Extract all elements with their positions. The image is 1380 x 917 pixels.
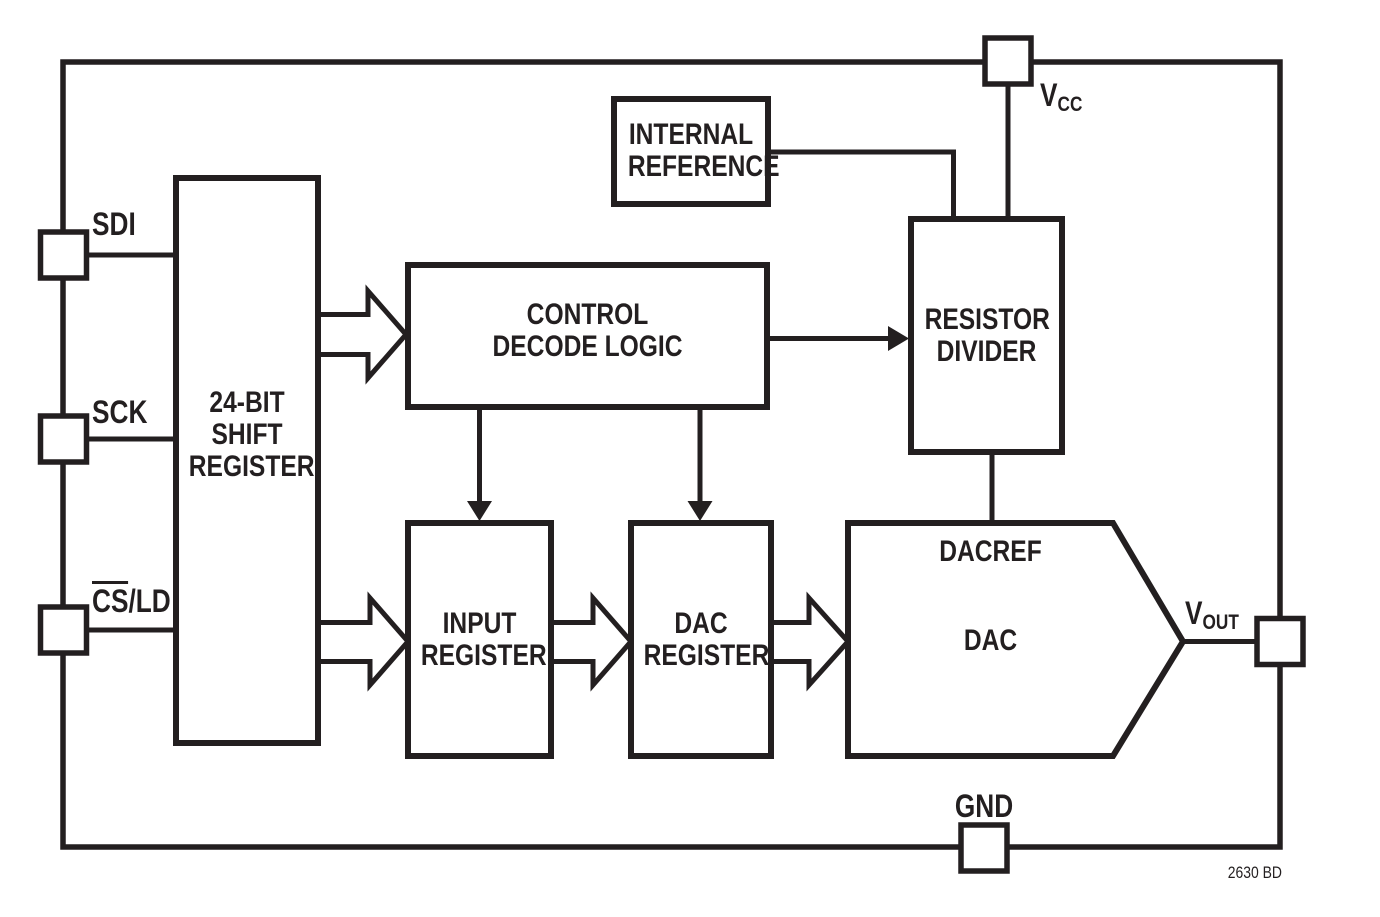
block-dac-register <box>628 520 774 759</box>
block-resistor-divider <box>908 216 1065 455</box>
wire-internal-reference-to-resistor-divider <box>771 149 956 222</box>
block-arrow-shift-to-input-register <box>315 591 412 692</box>
pin-square-sdi <box>37 229 90 281</box>
arrowhead-control-to-dac-register <box>687 501 713 521</box>
arrowhead-control-to-input-register <box>467 501 492 521</box>
pin-square-vout <box>1254 615 1306 668</box>
block-arrow-shift-to-control <box>315 284 410 385</box>
block-internal-reference <box>611 96 771 207</box>
block-input-register <box>405 520 554 759</box>
arrowhead-control-to-resistor-divider <box>888 326 909 351</box>
pin-square-cs-ld <box>37 604 90 656</box>
pin-square-sck <box>37 413 90 465</box>
block-arrow-input-to-dac-register <box>548 591 635 692</box>
block-control-decode-logic <box>405 262 770 410</box>
block-dac-pentagon <box>845 520 1187 759</box>
pin-square-gnd <box>958 822 1010 874</box>
block-arrow-dac-register-to-dac <box>768 591 852 692</box>
block-shift-register <box>173 175 321 746</box>
pin-square-vcc <box>982 35 1034 87</box>
